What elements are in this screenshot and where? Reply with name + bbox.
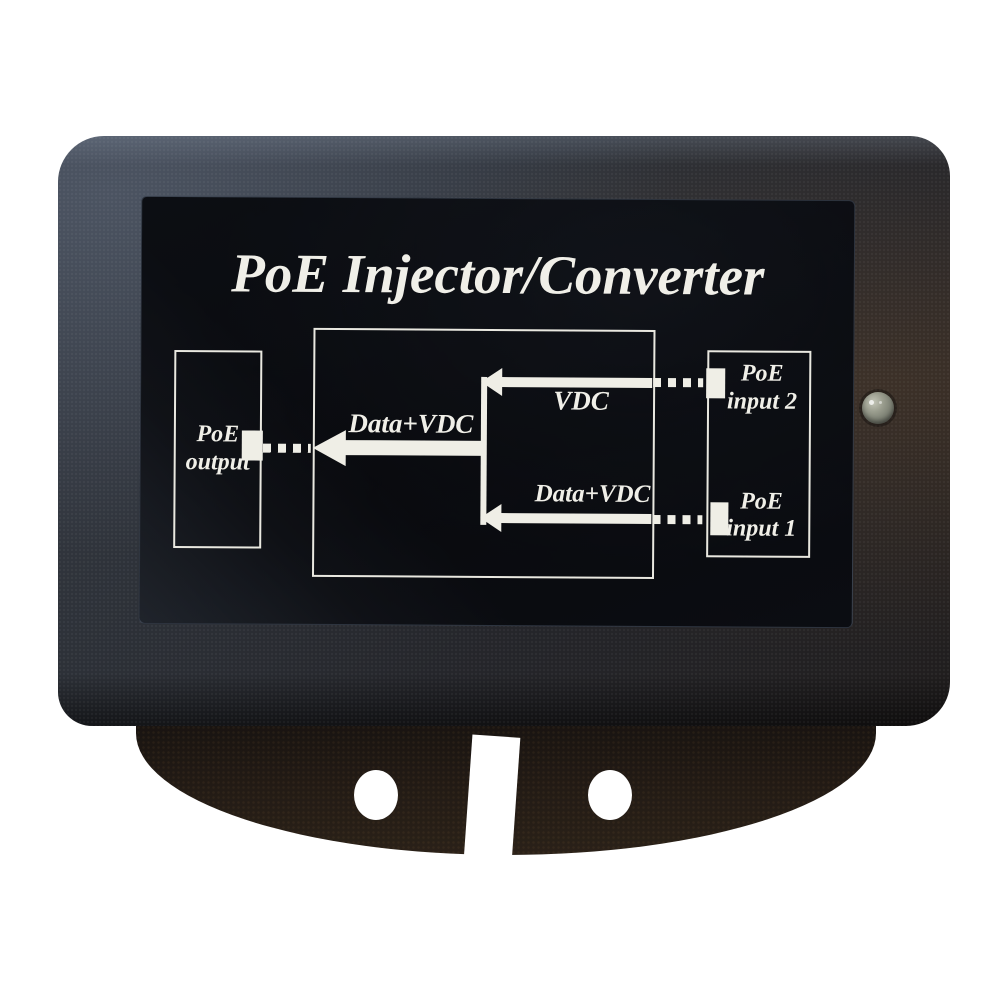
poe-output-label: PoE output — [185, 421, 250, 476]
input1-connector-pad — [710, 502, 729, 536]
device-label: PoE Injector/Converter PoE output PoE in… — [138, 195, 856, 629]
output-dotted-link — [262, 443, 311, 453]
input1-arrow-icon — [480, 503, 502, 533]
input1-arrow-shaft — [500, 513, 652, 524]
poe-input2-label: PoE input 2 — [726, 360, 798, 415]
input2-connector-pad — [706, 368, 726, 399]
output-flow-label: Data+VDC — [348, 408, 474, 439]
screw-hole-left — [354, 770, 398, 820]
flange-center-notch — [463, 734, 521, 864]
status-led — [862, 392, 894, 424]
device-case: PoE Injector/Converter PoE output PoE in… — [58, 136, 950, 726]
device-title: PoE Injector/Converter — [231, 242, 765, 307]
input2-dotted-link — [653, 377, 704, 388]
vdc-arrow-icon — [481, 367, 503, 397]
vdc-flow-label: VDC — [553, 385, 609, 416]
output-arrow-shaft — [344, 440, 485, 456]
input1-dotted-link — [652, 514, 703, 525]
screw-hole-right — [588, 770, 632, 820]
output-connector-pad — [241, 430, 263, 461]
input1-flow-label: Data+VDC — [534, 480, 651, 508]
